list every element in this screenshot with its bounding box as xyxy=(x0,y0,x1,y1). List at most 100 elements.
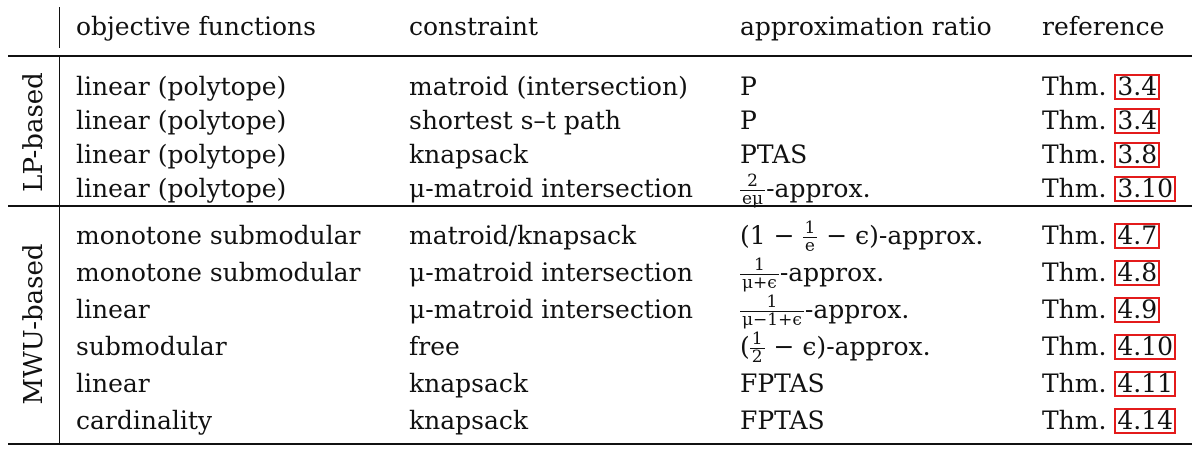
cell-objective: linear (polytope) xyxy=(76,106,287,135)
reference-link[interactable]: 4.7 xyxy=(1114,223,1161,249)
cell-constraint: matroid/knapsack xyxy=(409,221,637,250)
fraction-numerator: 1 xyxy=(802,218,818,238)
reference-link[interactable]: 4.10 xyxy=(1114,334,1177,360)
header-reference: reference xyxy=(1042,12,1165,41)
reference-prefix: Thm. xyxy=(1042,369,1107,398)
fraction-denominator: μ−1+ϵ xyxy=(742,310,802,330)
cell-constraint: free xyxy=(409,332,460,361)
bottom-rule xyxy=(8,443,1192,445)
cell-constraint: shortest s–t path xyxy=(409,106,621,135)
ratio-suffix: -approx. xyxy=(766,174,871,203)
ratio-suffix: − ϵ)-approx. xyxy=(765,332,931,361)
header-ratio: approximation ratio xyxy=(740,12,992,41)
ratio-prefix: ( xyxy=(740,332,750,361)
header-column-divider xyxy=(59,7,60,48)
cell-constraint: knapsack xyxy=(409,406,529,435)
reference-link[interactable]: 3.10 xyxy=(1114,176,1177,202)
fraction-denominator: 2 xyxy=(751,347,763,367)
reference-link[interactable]: 4.11 xyxy=(1114,371,1177,397)
fraction-numerator: 1 xyxy=(749,329,765,349)
cell-reference: Thm. 4.8 xyxy=(1042,256,1161,289)
cell-objective: submodular xyxy=(76,332,227,361)
cell-objective: cardinality xyxy=(76,406,213,435)
cell-ratio: FPTAS xyxy=(740,406,825,435)
cell-reference: Thm. 4.14 xyxy=(1042,404,1177,437)
fraction-numerator: 2 xyxy=(740,173,766,191)
cell-reference: Thm. 3.4 xyxy=(1042,70,1161,103)
cell-ratio: P xyxy=(740,72,757,101)
reference-prefix: Thm. xyxy=(1042,332,1107,361)
ratio-prefix: (1 − xyxy=(740,221,803,250)
reference-prefix: Thm. xyxy=(1042,295,1107,324)
reference-prefix: Thm. xyxy=(1042,406,1107,435)
reference-link[interactable]: 3.4 xyxy=(1114,74,1161,100)
cell-objective: monotone submodular xyxy=(76,221,361,250)
fraction-denominator: e xyxy=(804,236,815,256)
fraction-denominator: eμ xyxy=(742,189,764,209)
reference-link[interactable]: 3.4 xyxy=(1114,108,1161,134)
header-constraint: constraint xyxy=(409,12,539,41)
reference-prefix: Thm. xyxy=(1042,140,1107,169)
cell-ratio: P xyxy=(740,106,757,135)
cell-objective: linear (polytope) xyxy=(76,174,287,203)
reference-prefix: Thm. xyxy=(1042,106,1107,135)
group-divider-mwu xyxy=(59,207,60,443)
cell-objective: linear xyxy=(76,369,150,398)
table-row: monotone submodular matroid/knapsack (1 − … xyxy=(8,218,1192,256)
ratio-suffix: − ϵ)-approx. xyxy=(818,221,984,250)
cell-objective: monotone submodular xyxy=(76,258,361,287)
cell-objective: linear (polytope) xyxy=(76,140,287,169)
table-row: cardinality knapsack FPTAS Thm. 4.14 xyxy=(8,404,1192,437)
reference-link[interactable]: 3.8 xyxy=(1114,142,1161,168)
header-row: objective functions constraint approxima… xyxy=(8,10,1192,43)
cell-reference: Thm. 3.8 xyxy=(1042,138,1161,171)
cell-reference: Thm. 3.4 xyxy=(1042,104,1161,137)
reference-prefix: Thm. xyxy=(1042,221,1107,250)
cell-constraint: matroid (intersection) xyxy=(409,72,688,101)
cell-constraint: μ-matroid intersection xyxy=(409,295,694,324)
ratio-suffix: -approx. xyxy=(804,295,910,324)
header-objective: objective functions xyxy=(76,12,316,41)
cell-reference: Thm. 4.10 xyxy=(1042,330,1177,363)
reference-prefix: Thm. xyxy=(1042,72,1107,101)
reference-link[interactable]: 4.9 xyxy=(1114,297,1161,323)
ratio-suffix: -approx. xyxy=(779,258,885,287)
table-row: linear (polytope) matroid (intersection) P… xyxy=(8,70,1192,103)
fraction-numerator: 1 xyxy=(740,257,779,275)
table-row: linear knapsack FPTAS Thm. 4.11 xyxy=(8,367,1192,400)
cell-constraint: knapsack xyxy=(409,369,529,398)
cell-constraint: μ-matroid intersection xyxy=(409,174,694,203)
top-rule xyxy=(8,55,1192,57)
reference-prefix: Thm. xyxy=(1042,174,1107,203)
cell-reference: Thm. 4.7 xyxy=(1042,219,1161,252)
cell-ratio: PTAS xyxy=(740,140,808,169)
cell-reference: Thm. 4.9 xyxy=(1042,293,1161,326)
cell-objective: linear (polytope) xyxy=(76,72,287,101)
table-row: linear (polytope) shortest s–t path P Thm. … xyxy=(8,104,1192,137)
cell-ratio: FPTAS xyxy=(740,369,825,398)
table-row: monotone submodular μ-matroid intersectio… xyxy=(8,256,1192,292)
cell-constraint: μ-matroid intersection xyxy=(409,258,694,287)
fraction-denominator: μ+ϵ xyxy=(742,273,777,293)
mid-rule xyxy=(8,205,1192,207)
cell-objective: linear xyxy=(76,295,150,324)
results-table: objective functions constraint approxima… xyxy=(8,0,1192,453)
reference-link[interactable]: 4.8 xyxy=(1114,260,1161,286)
cell-reference: Thm. 4.11 xyxy=(1042,367,1177,400)
cell-reference: Thm. 3.10 xyxy=(1042,172,1177,205)
fraction-numerator: 1 xyxy=(740,294,804,312)
reference-link[interactable]: 4.14 xyxy=(1114,408,1177,434)
